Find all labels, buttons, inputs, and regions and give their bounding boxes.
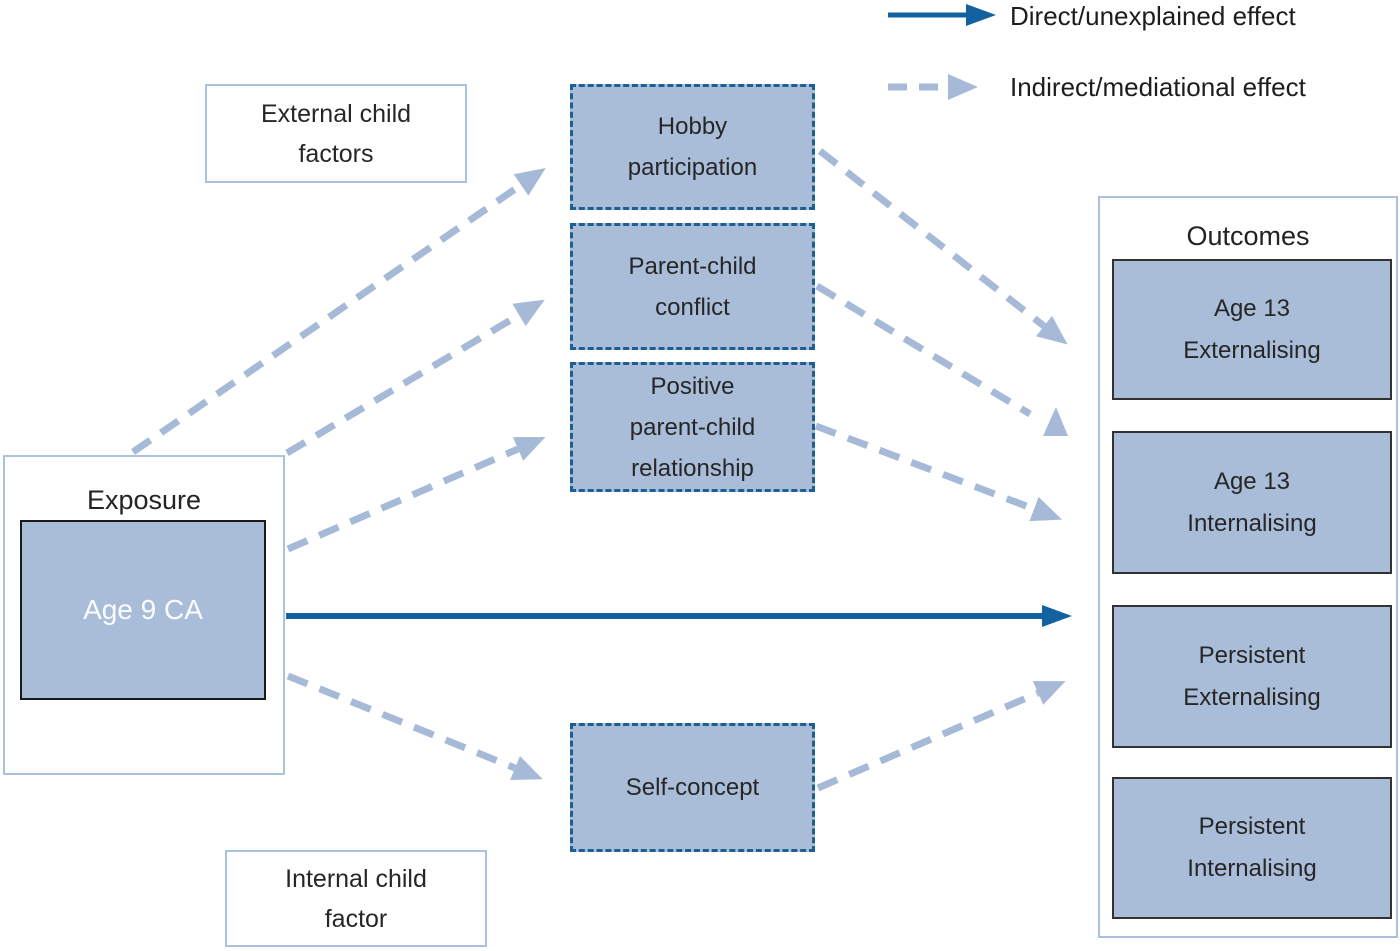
edge-positive-age13int xyxy=(814,422,1063,522)
node-positive-parent-child-relationship: Positive parent-child relationship xyxy=(570,362,815,492)
internal-child-factor-label: Internal child factor xyxy=(225,850,487,947)
edge-exposure-selfconcept xyxy=(286,672,543,781)
edge-conflict-age13int xyxy=(815,283,1032,417)
edge-exposure-positive xyxy=(286,437,546,553)
node-age13-externalising: Age 13 Externalising xyxy=(1112,259,1392,400)
edge-hobby-age13ext xyxy=(817,148,1068,345)
legend-indirect-label: Indirect/mediational effect xyxy=(1010,72,1306,102)
legend-direct-label: Direct/unexplained effect xyxy=(1010,1,1296,31)
node-hobby-participation: Hobby participation xyxy=(570,84,815,210)
node-parent-child-conflict: Parent-child conflict xyxy=(570,223,815,350)
exposure-group: Exposure Age 9 CA xyxy=(3,455,285,775)
exposure-title: Exposure xyxy=(86,485,202,515)
outcomes-title: Outcomes xyxy=(1186,221,1310,251)
node-self-concept: Self-concept xyxy=(570,723,815,852)
node-age13-internalising: Age 13 Internalising xyxy=(1112,431,1392,574)
node-persistent-externalising: Persistent Externalising xyxy=(1112,605,1392,748)
edge-conflict-age13int-arrowhead xyxy=(1043,407,1068,436)
outcomes-group: Outcomes Age 13 Externalising Age 13 Int… xyxy=(1098,196,1398,938)
edge-selfconcept-persext xyxy=(816,681,1066,792)
node-persistent-internalising: Persistent Internalising xyxy=(1112,777,1392,919)
node-age9-ca: Age 9 CA xyxy=(20,520,266,700)
external-child-factors-label: External child factors xyxy=(205,84,467,183)
edge-exposure-hobby xyxy=(131,167,546,455)
edge-exposure-conflict xyxy=(285,299,545,457)
